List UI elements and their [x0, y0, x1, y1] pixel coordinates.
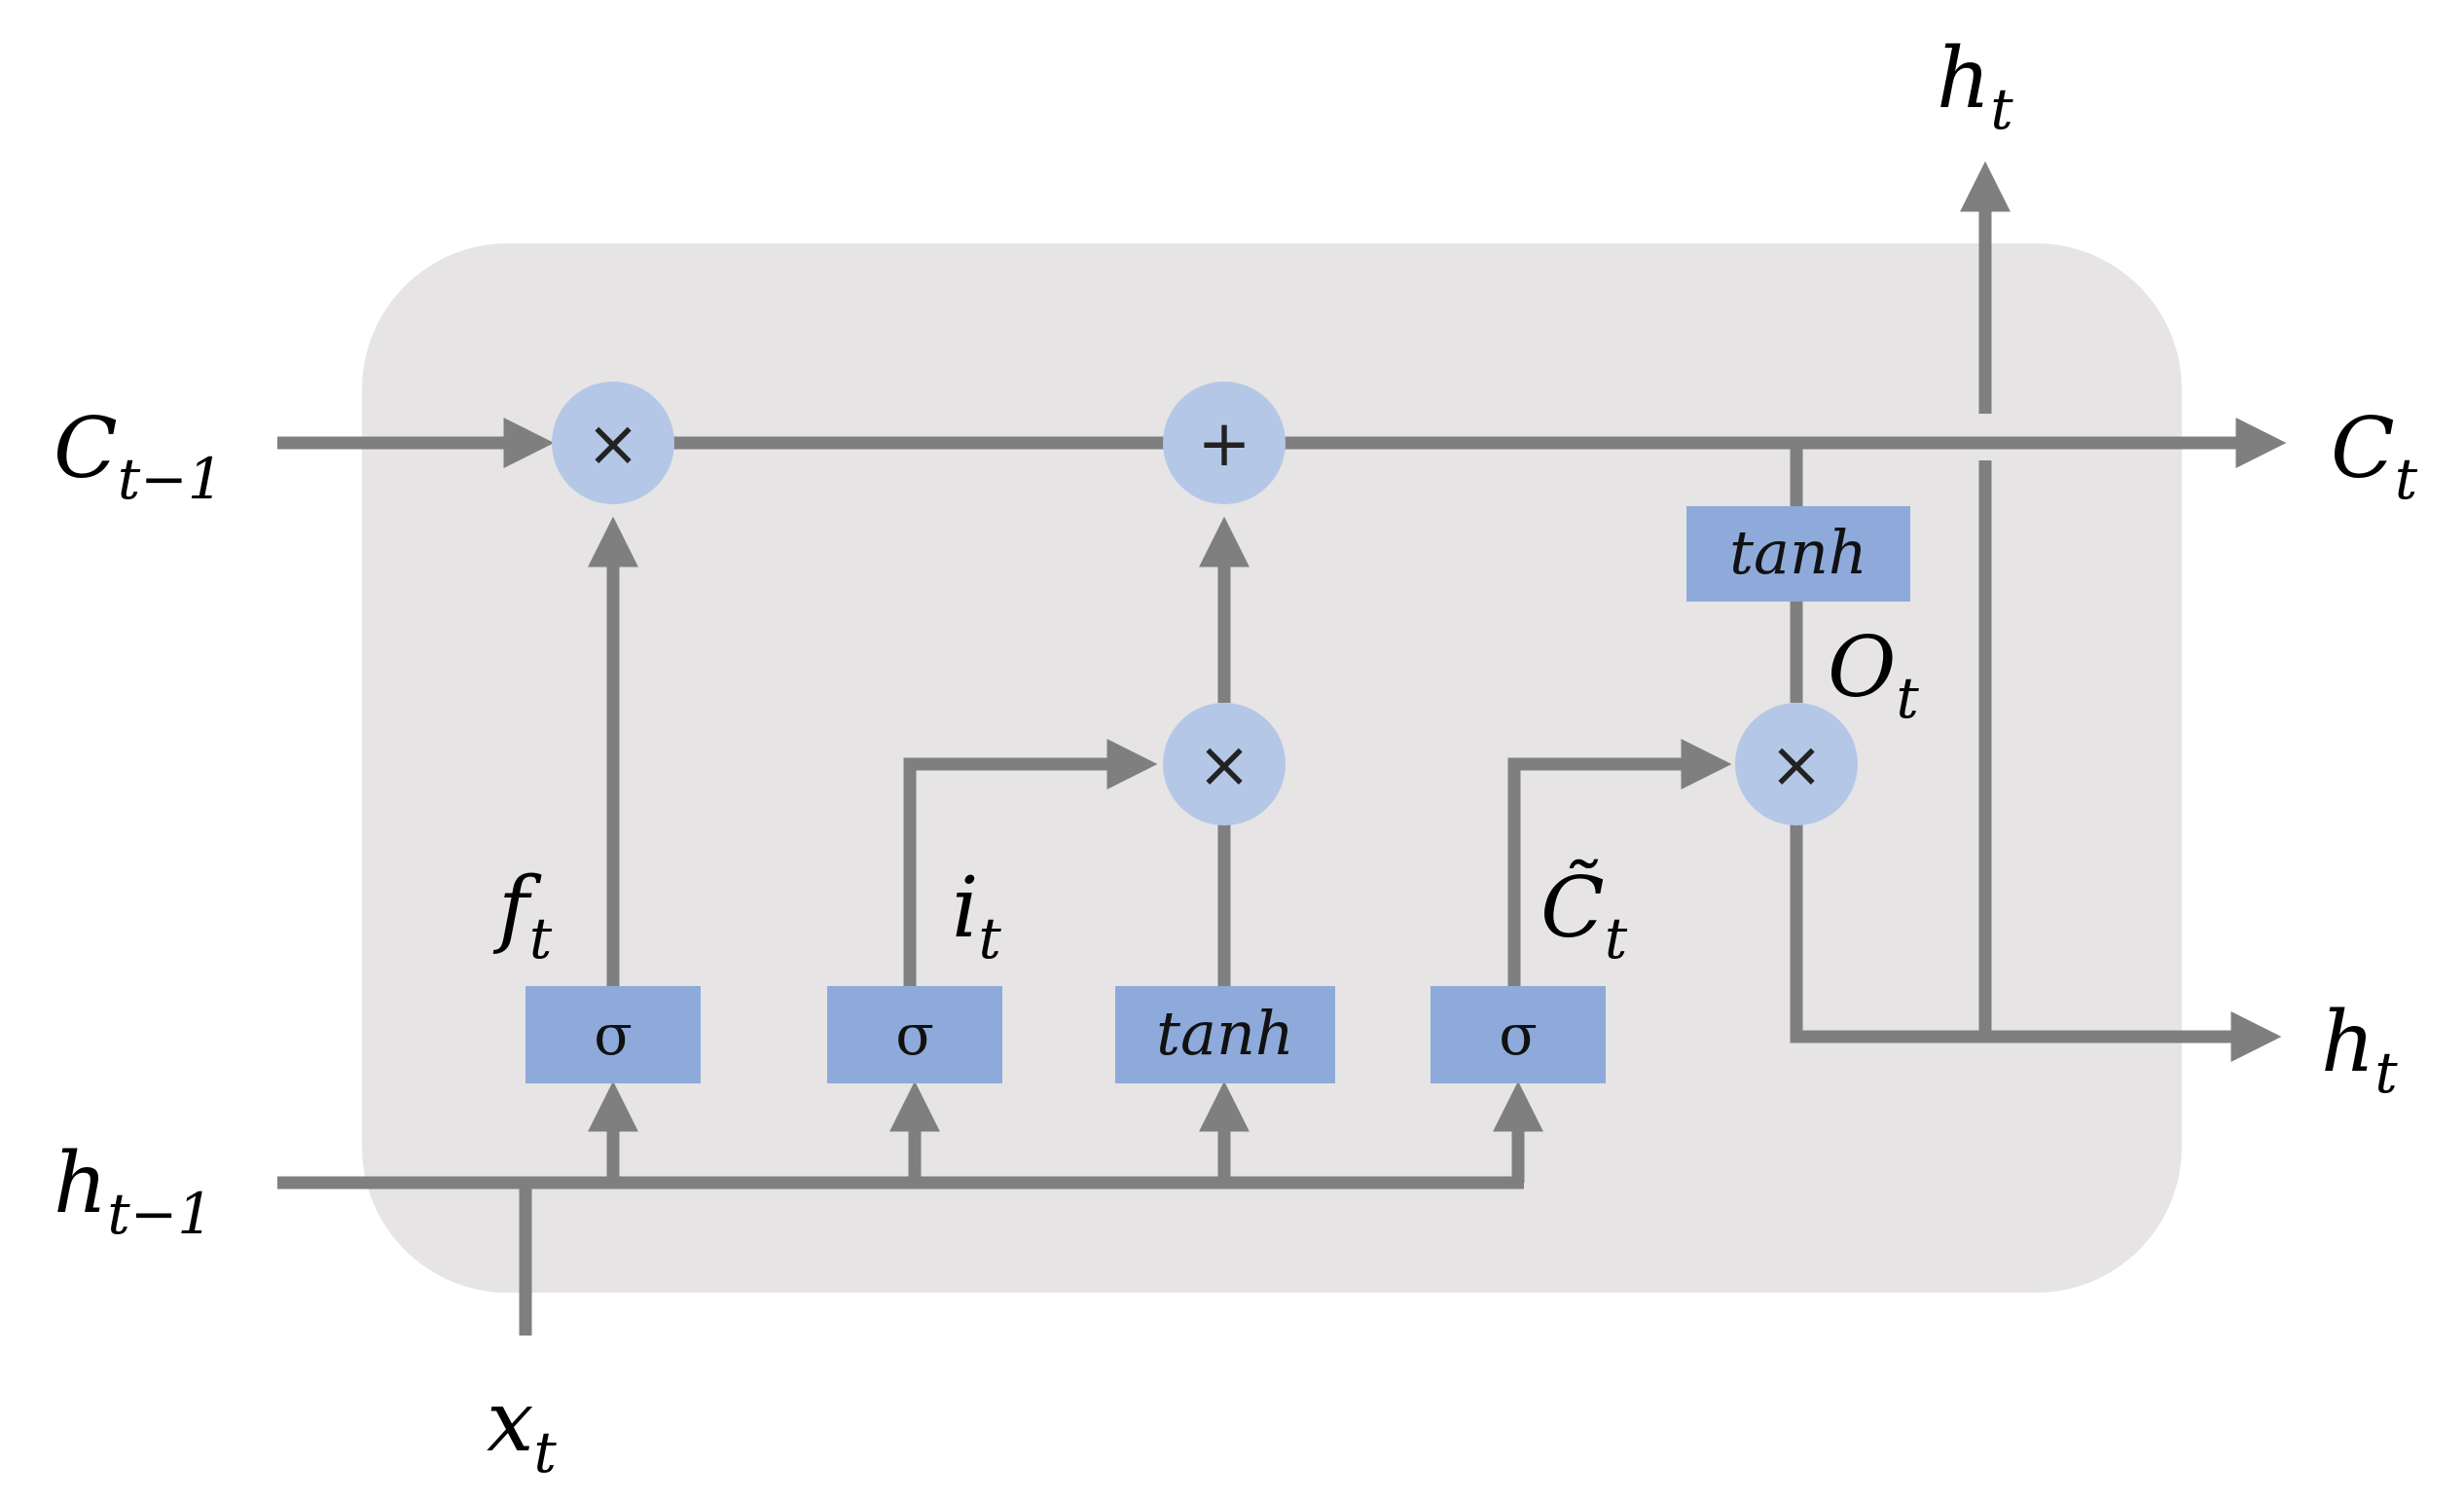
- wires: [277, 161, 2287, 1336]
- forget-gate-label: σ: [594, 1002, 633, 1068]
- output-multiply-symbol: ×: [1769, 727, 1823, 802]
- label-h-top-main: h: [1937, 30, 1990, 128]
- output-gate: σ: [1431, 986, 1606, 1083]
- label-output-gate: Ot: [1828, 619, 1920, 731]
- input-gate-label: σ: [895, 1002, 934, 1068]
- cell-add-symbol: +: [1197, 406, 1250, 481]
- output-multiply-node: ×: [1735, 703, 1858, 825]
- input-gate: σ: [827, 986, 1002, 1083]
- label-forget-gate-sub: t: [529, 905, 553, 971]
- label-candidate-main: C̃: [1540, 859, 1605, 957]
- label-x-input: xt: [487, 1373, 558, 1485]
- label-h-prev-sub: t−1: [107, 1181, 213, 1247]
- output-gate-label: σ: [1499, 1002, 1538, 1068]
- output-gate-box: [1431, 986, 1606, 1083]
- label-c-prev: Ct−1: [54, 400, 224, 512]
- label-h-right: ht: [2321, 994, 2398, 1106]
- label-h-right-sub: t: [2374, 1040, 2398, 1106]
- wire-output-gate-to-multiply: [1507, 739, 1732, 986]
- label-output-gate-main: O: [1828, 619, 1897, 716]
- output-multiply-circle: [1735, 703, 1858, 825]
- label-h-top-sub: t: [1990, 76, 2013, 142]
- input-multiply-circle: [1163, 703, 1286, 825]
- cell-add-circle: [1163, 382, 1286, 504]
- label-h-right-main: h: [2321, 994, 2374, 1091]
- label-h-top: ht: [1937, 30, 2013, 142]
- cell-add-node: +: [1163, 382, 1286, 504]
- cell-tanh-label: tanh: [1729, 517, 1867, 588]
- label-c-out-sub: t: [2395, 446, 2418, 512]
- forget-gate: σ: [525, 986, 701, 1083]
- input-multiply-node: ×: [1163, 703, 1286, 825]
- label-c-out: Ct: [2331, 400, 2418, 512]
- forget-multiply-symbol: ×: [586, 406, 639, 481]
- label-input-gate: it: [952, 860, 1002, 971]
- forget-multiply-node: ×: [552, 382, 674, 504]
- input-multiply-symbol: ×: [1197, 727, 1250, 802]
- label-candidate: C̃t: [1540, 859, 1628, 971]
- label-output-gate-sub: t: [1897, 665, 1920, 731]
- label-h-prev: ht−1: [54, 1135, 213, 1247]
- label-c-prev-sub: t−1: [118, 446, 224, 512]
- cell-tanh-box: [1686, 506, 1910, 602]
- label-candidate-sub: t: [1605, 905, 1628, 971]
- candidate-gate-label: tanh: [1156, 998, 1294, 1069]
- label-x-input-sub: t: [534, 1419, 558, 1485]
- input-gate-box: [827, 986, 1002, 1083]
- forget-multiply-circle: [552, 382, 674, 504]
- label-input-gate-main: i: [952, 860, 979, 957]
- forget-gate-box: [525, 986, 701, 1083]
- candidate-gate: tanh: [1115, 986, 1335, 1083]
- candidate-gate-box: [1115, 986, 1335, 1083]
- label-h-prev-main: h: [54, 1135, 107, 1232]
- label-x-input-main: x: [487, 1373, 534, 1471]
- cell-tanh-gate: tanh: [1686, 506, 1910, 602]
- wire-input-gate-to-multiply: [903, 739, 1158, 986]
- label-c-prev-main: C: [54, 400, 118, 497]
- label-c-out-main: C: [2331, 400, 2395, 497]
- wire-output-multiply-to-ht: [1790, 824, 2282, 1062]
- label-input-gate-sub: t: [979, 905, 1002, 971]
